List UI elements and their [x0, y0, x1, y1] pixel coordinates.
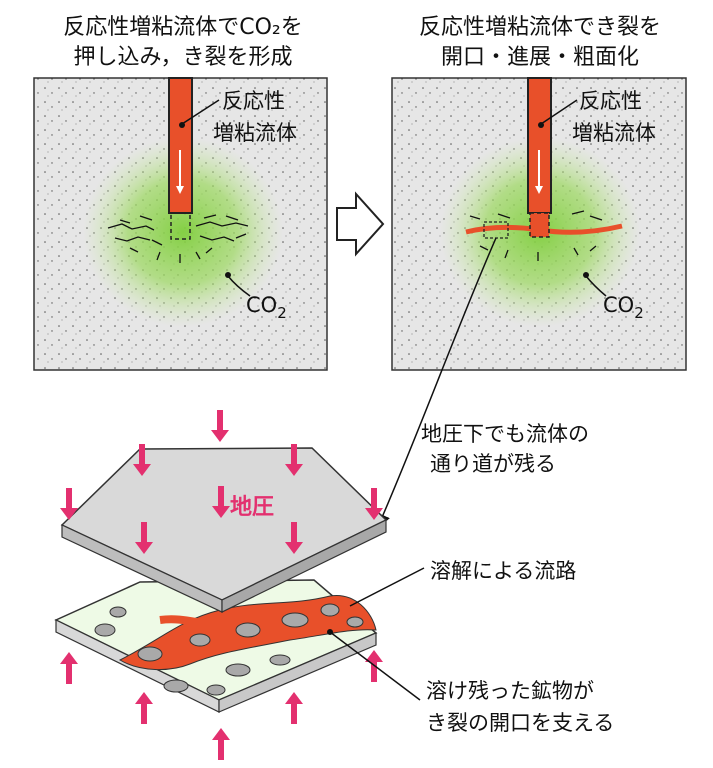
mineral-label-line2: き裂の開口を支える	[426, 711, 614, 735]
right-crack-lines	[469, 210, 603, 261]
right-title-line2: 開口・進展・粗面化	[441, 45, 639, 70]
callout-line2: 通り道が残る	[430, 452, 556, 476]
upper-rock-plate	[60, 447, 388, 601]
residual-minerals	[94, 603, 364, 696]
pressure-arrows-down	[60, 410, 383, 554]
left-title-line2: 押し込み，き裂を形成	[73, 45, 292, 70]
left-title-line1: 反応性増粘流体でCO₂を	[63, 15, 303, 40]
pressure-arrows-up	[60, 650, 383, 760]
left-fluid-label-line2: 増粘流体	[213, 121, 297, 145]
zoom-callout-line	[376, 237, 497, 529]
process-arrow-icon	[336, 191, 385, 257]
left-fluid-label-line1: 反応性	[222, 89, 285, 113]
fracture-model: 地圧	[54, 410, 388, 760]
callout-line1: 地圧下でも流体の	[421, 422, 589, 446]
right-panel: 反応性増粘流体でき裂を 開口・進展・粗面化 反応性 増粘流体 CO2	[391, 15, 687, 371]
right-pipe-end	[529, 212, 550, 238]
right-co2-label: CO2	[603, 293, 644, 322]
mineral-label-line1: 溶け残った鉱物が	[426, 679, 594, 703]
left-co2-label: CO2	[246, 293, 287, 322]
dissolution-label: 溶解による流路	[430, 559, 576, 583]
right-title-line1: 反応性増粘流体でき裂を	[419, 15, 661, 40]
left-co2-cloud	[83, 137, 283, 327]
pressure-label: 地圧	[230, 495, 274, 520]
right-fluid-label-line1: 反応性	[579, 89, 642, 113]
left-pipe-end	[170, 212, 191, 240]
left-crack-lines	[107, 214, 249, 263]
right-fluid-label-line2: 増粘流体	[572, 121, 656, 145]
left-panel: 反応性増粘流体でCO₂を 押し込み，き裂を形成 反応性 増粘流体 CO2	[33, 15, 328, 371]
pressure-arrow-icon	[211, 410, 229, 442]
